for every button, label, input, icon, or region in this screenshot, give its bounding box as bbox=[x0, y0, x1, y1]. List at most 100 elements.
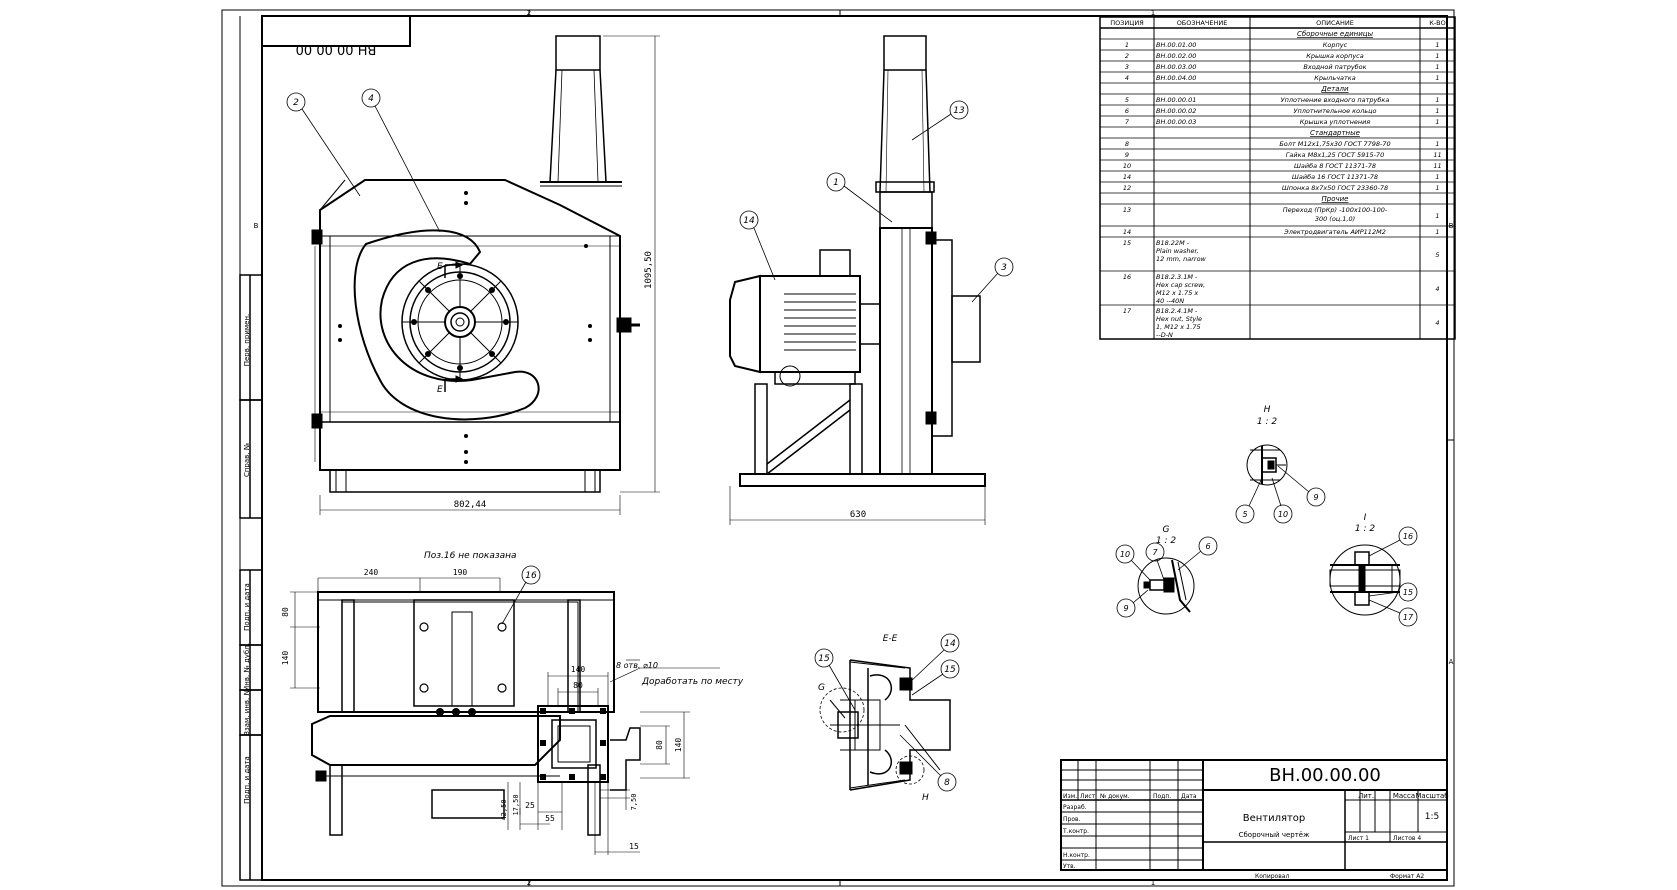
detail-g-scale: 1 : 2 bbox=[1156, 536, 1176, 546]
section-ee bbox=[829, 659, 951, 791]
plan-dim-25: 25 bbox=[525, 801, 535, 810]
balloon-6-g: 6 bbox=[1205, 542, 1210, 551]
tb-lit-header: Лит. bbox=[1358, 792, 1374, 800]
balloon-9-h: 9 bbox=[1313, 493, 1318, 502]
detail-h-balloons bbox=[1235, 465, 1326, 524]
spec-header-3: К-ВО bbox=[1429, 19, 1446, 27]
spec-desc: Шпонка 8х7х50 ГОСТ 23360-78 bbox=[1282, 184, 1388, 192]
balloon-15-i: 15 bbox=[1403, 588, 1413, 597]
plan-holes-note: 8 отв. ⌀10 bbox=[616, 661, 658, 670]
spec-code: ВН.00.01.00 bbox=[1156, 41, 1196, 49]
spec-desc: Уплотнительное кольцо bbox=[1294, 107, 1377, 115]
spec-qty: 1 bbox=[1435, 212, 1439, 220]
mark-g: G bbox=[818, 683, 825, 693]
tb-role-list: Лист bbox=[1080, 793, 1096, 800]
balloon-15-ee: 15 bbox=[818, 654, 830, 664]
spec-qty: 1 bbox=[1435, 173, 1439, 181]
spec-code: ВН.00.00.03 bbox=[1156, 118, 1196, 126]
detail-g-balloons bbox=[1115, 536, 1218, 618]
tb-person-checker: Пров. bbox=[1063, 816, 1081, 823]
spec-qty: 1 bbox=[1435, 228, 1439, 236]
spec-desc: Крышка уплотнения bbox=[1300, 118, 1371, 126]
balloon-15b-ee: 15 bbox=[944, 665, 956, 675]
spec-section-title: Сборочные единицы bbox=[1297, 30, 1374, 38]
zone-left-b: B bbox=[254, 222, 259, 230]
tb-scale-header: Масштаб bbox=[1415, 792, 1448, 800]
balloon-1: 1 bbox=[833, 178, 839, 188]
plan-dim-7-50: 7,50 bbox=[630, 794, 638, 811]
tb-person-developer: Разраб. bbox=[1063, 804, 1087, 811]
spec-desc: Переход (ПрКр) -100х100-100-300 (оц.1,0) bbox=[1283, 206, 1388, 223]
stamp-sign-date-1: Подп. и дата bbox=[243, 583, 251, 631]
spec-desc: Гайка М8х1,25 ГОСТ 5915-70 bbox=[1286, 151, 1384, 159]
tb-copied: Копировал bbox=[1255, 873, 1289, 880]
balloon-16-plan: 16 bbox=[525, 571, 537, 581]
plan-note-rework: Доработать по месту bbox=[641, 677, 744, 687]
spec-pos: 9 bbox=[1125, 151, 1129, 159]
mark-h: H bbox=[922, 793, 929, 803]
spec-desc: Корпус bbox=[1323, 41, 1348, 49]
tb-person-tcontrol: Т.контр. bbox=[1062, 828, 1089, 835]
plan-dim-80-left: 80 bbox=[281, 607, 290, 617]
section-mark-e-top: Е bbox=[437, 262, 443, 272]
spec-section-row: Сборочные единицы bbox=[1297, 30, 1374, 38]
section-ee-balloons bbox=[814, 633, 960, 792]
tb-role-date: Дата bbox=[1181, 793, 1197, 800]
plan-view bbox=[290, 577, 720, 855]
spec-qty: 1 bbox=[1435, 140, 1439, 148]
front-dim-height: 1095,50 bbox=[644, 251, 654, 289]
side-view bbox=[729, 35, 986, 525]
spec-desc: Шайба 8 ГОСТ 11371-78 bbox=[1294, 162, 1376, 170]
detail-g-label: G bbox=[1163, 525, 1170, 535]
spec-section-title: Детали bbox=[1320, 85, 1349, 93]
detail-i-label: I bbox=[1364, 513, 1367, 523]
detail-h bbox=[1246, 444, 1288, 486]
tb-designation: ВН.00.00.00 bbox=[1269, 765, 1381, 786]
zone-top-1: 1 bbox=[1151, 9, 1155, 17]
section-ee-label: Е-Е bbox=[883, 634, 898, 644]
spec-pos: 6 bbox=[1125, 107, 1129, 115]
spec-code: ВН.00.04.00 bbox=[1156, 74, 1196, 82]
plan-dim-80-top: 80 bbox=[573, 681, 583, 690]
spec-qty: 1 bbox=[1435, 74, 1439, 82]
tb-mass-header: Масса bbox=[1393, 792, 1415, 800]
plan-balloons bbox=[501, 565, 541, 625]
spec-qty: 11 bbox=[1433, 162, 1441, 170]
tb-sheet: Лист 1 bbox=[1348, 835, 1369, 842]
spec-section-title: Прочие bbox=[1322, 195, 1349, 203]
spec-qty: 1 bbox=[1435, 107, 1439, 115]
spec-row: 1 ВН.00.01.00 Корпус 1 bbox=[1125, 41, 1440, 49]
spec-pos: 17 bbox=[1123, 307, 1132, 315]
spec-pos: 8 bbox=[1125, 140, 1129, 148]
spec-qty: 1 bbox=[1435, 41, 1439, 49]
spec-pos: 1 bbox=[1125, 41, 1129, 49]
plan-dim-140-left: 140 bbox=[281, 651, 290, 666]
detail-i-balloons bbox=[1368, 526, 1418, 627]
spec-qty: 1 bbox=[1435, 52, 1439, 60]
zone-bottom-2: 2 bbox=[527, 879, 531, 887]
balloon-16-i: 16 bbox=[1403, 532, 1413, 541]
spec-pos: 16 bbox=[1123, 273, 1131, 281]
spec-qty: 5 bbox=[1435, 251, 1439, 259]
spec-qty: 1 bbox=[1435, 63, 1439, 71]
spec-header-1: ОБОЗНАЧЕНИЕ bbox=[1177, 19, 1228, 27]
tb-person-approved: Утв. bbox=[1063, 863, 1076, 870]
spec-pos: 2 bbox=[1125, 52, 1129, 60]
detail-h-label: H bbox=[1264, 405, 1271, 415]
title-block bbox=[1060, 759, 1448, 871]
section-mark-e-bottom: Е bbox=[437, 385, 443, 395]
stamp-sign-date-2: Подп. и дата bbox=[243, 756, 251, 804]
spec-desc: Крыльчатка bbox=[1314, 74, 1355, 82]
